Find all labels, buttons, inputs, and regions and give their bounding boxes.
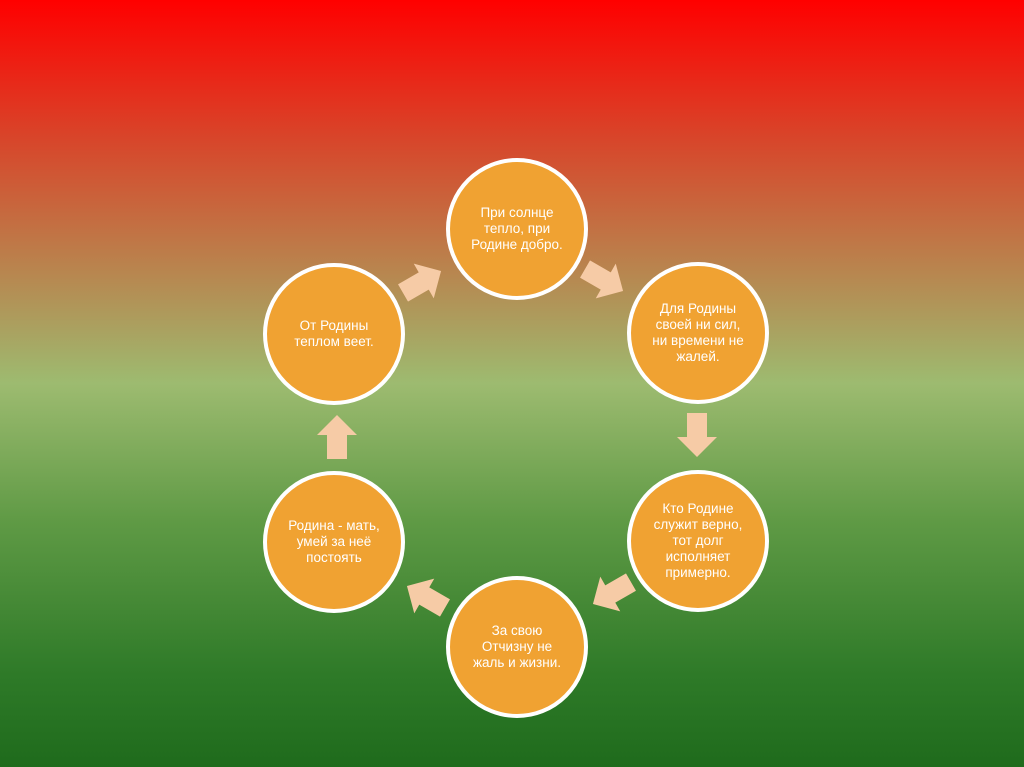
- arrow-icon: [575, 252, 633, 309]
- arrow-icon: [393, 254, 451, 311]
- cycle-node-1: При солнце тепло, при Родине добро.: [446, 158, 588, 300]
- node-text: Для Родины своей ни сил, ни времени не ж…: [652, 301, 744, 364]
- arrow-icon: [677, 413, 717, 457]
- node-text: От Родины теплом веет.: [294, 318, 374, 349]
- node-text: За свою Отчизну не жаль и жизни.: [472, 623, 561, 670]
- cycle-node-2: Для Родины своей ни сил, ни времени не ж…: [627, 262, 769, 404]
- cycle-node-4: За свою Отчизну не жаль и жизни.: [446, 576, 588, 718]
- cycle-node-3: Кто Родине служит верно, тот долг исполн…: [627, 470, 769, 612]
- cycle-node-6: От Родины теплом веет.: [263, 263, 405, 405]
- cycle-node-5: Родина - мать, умей за неё постоять: [263, 471, 405, 613]
- node-text: Родина - мать, умей за неё постоять: [288, 518, 380, 565]
- node-text: Кто Родине служит верно, тот долг исполн…: [653, 501, 743, 580]
- arrow-icon: [317, 415, 357, 459]
- arrow-icon: [583, 565, 641, 622]
- arrow-icon: [397, 569, 455, 626]
- node-text: При солнце тепло, при Родине добро.: [471, 205, 563, 252]
